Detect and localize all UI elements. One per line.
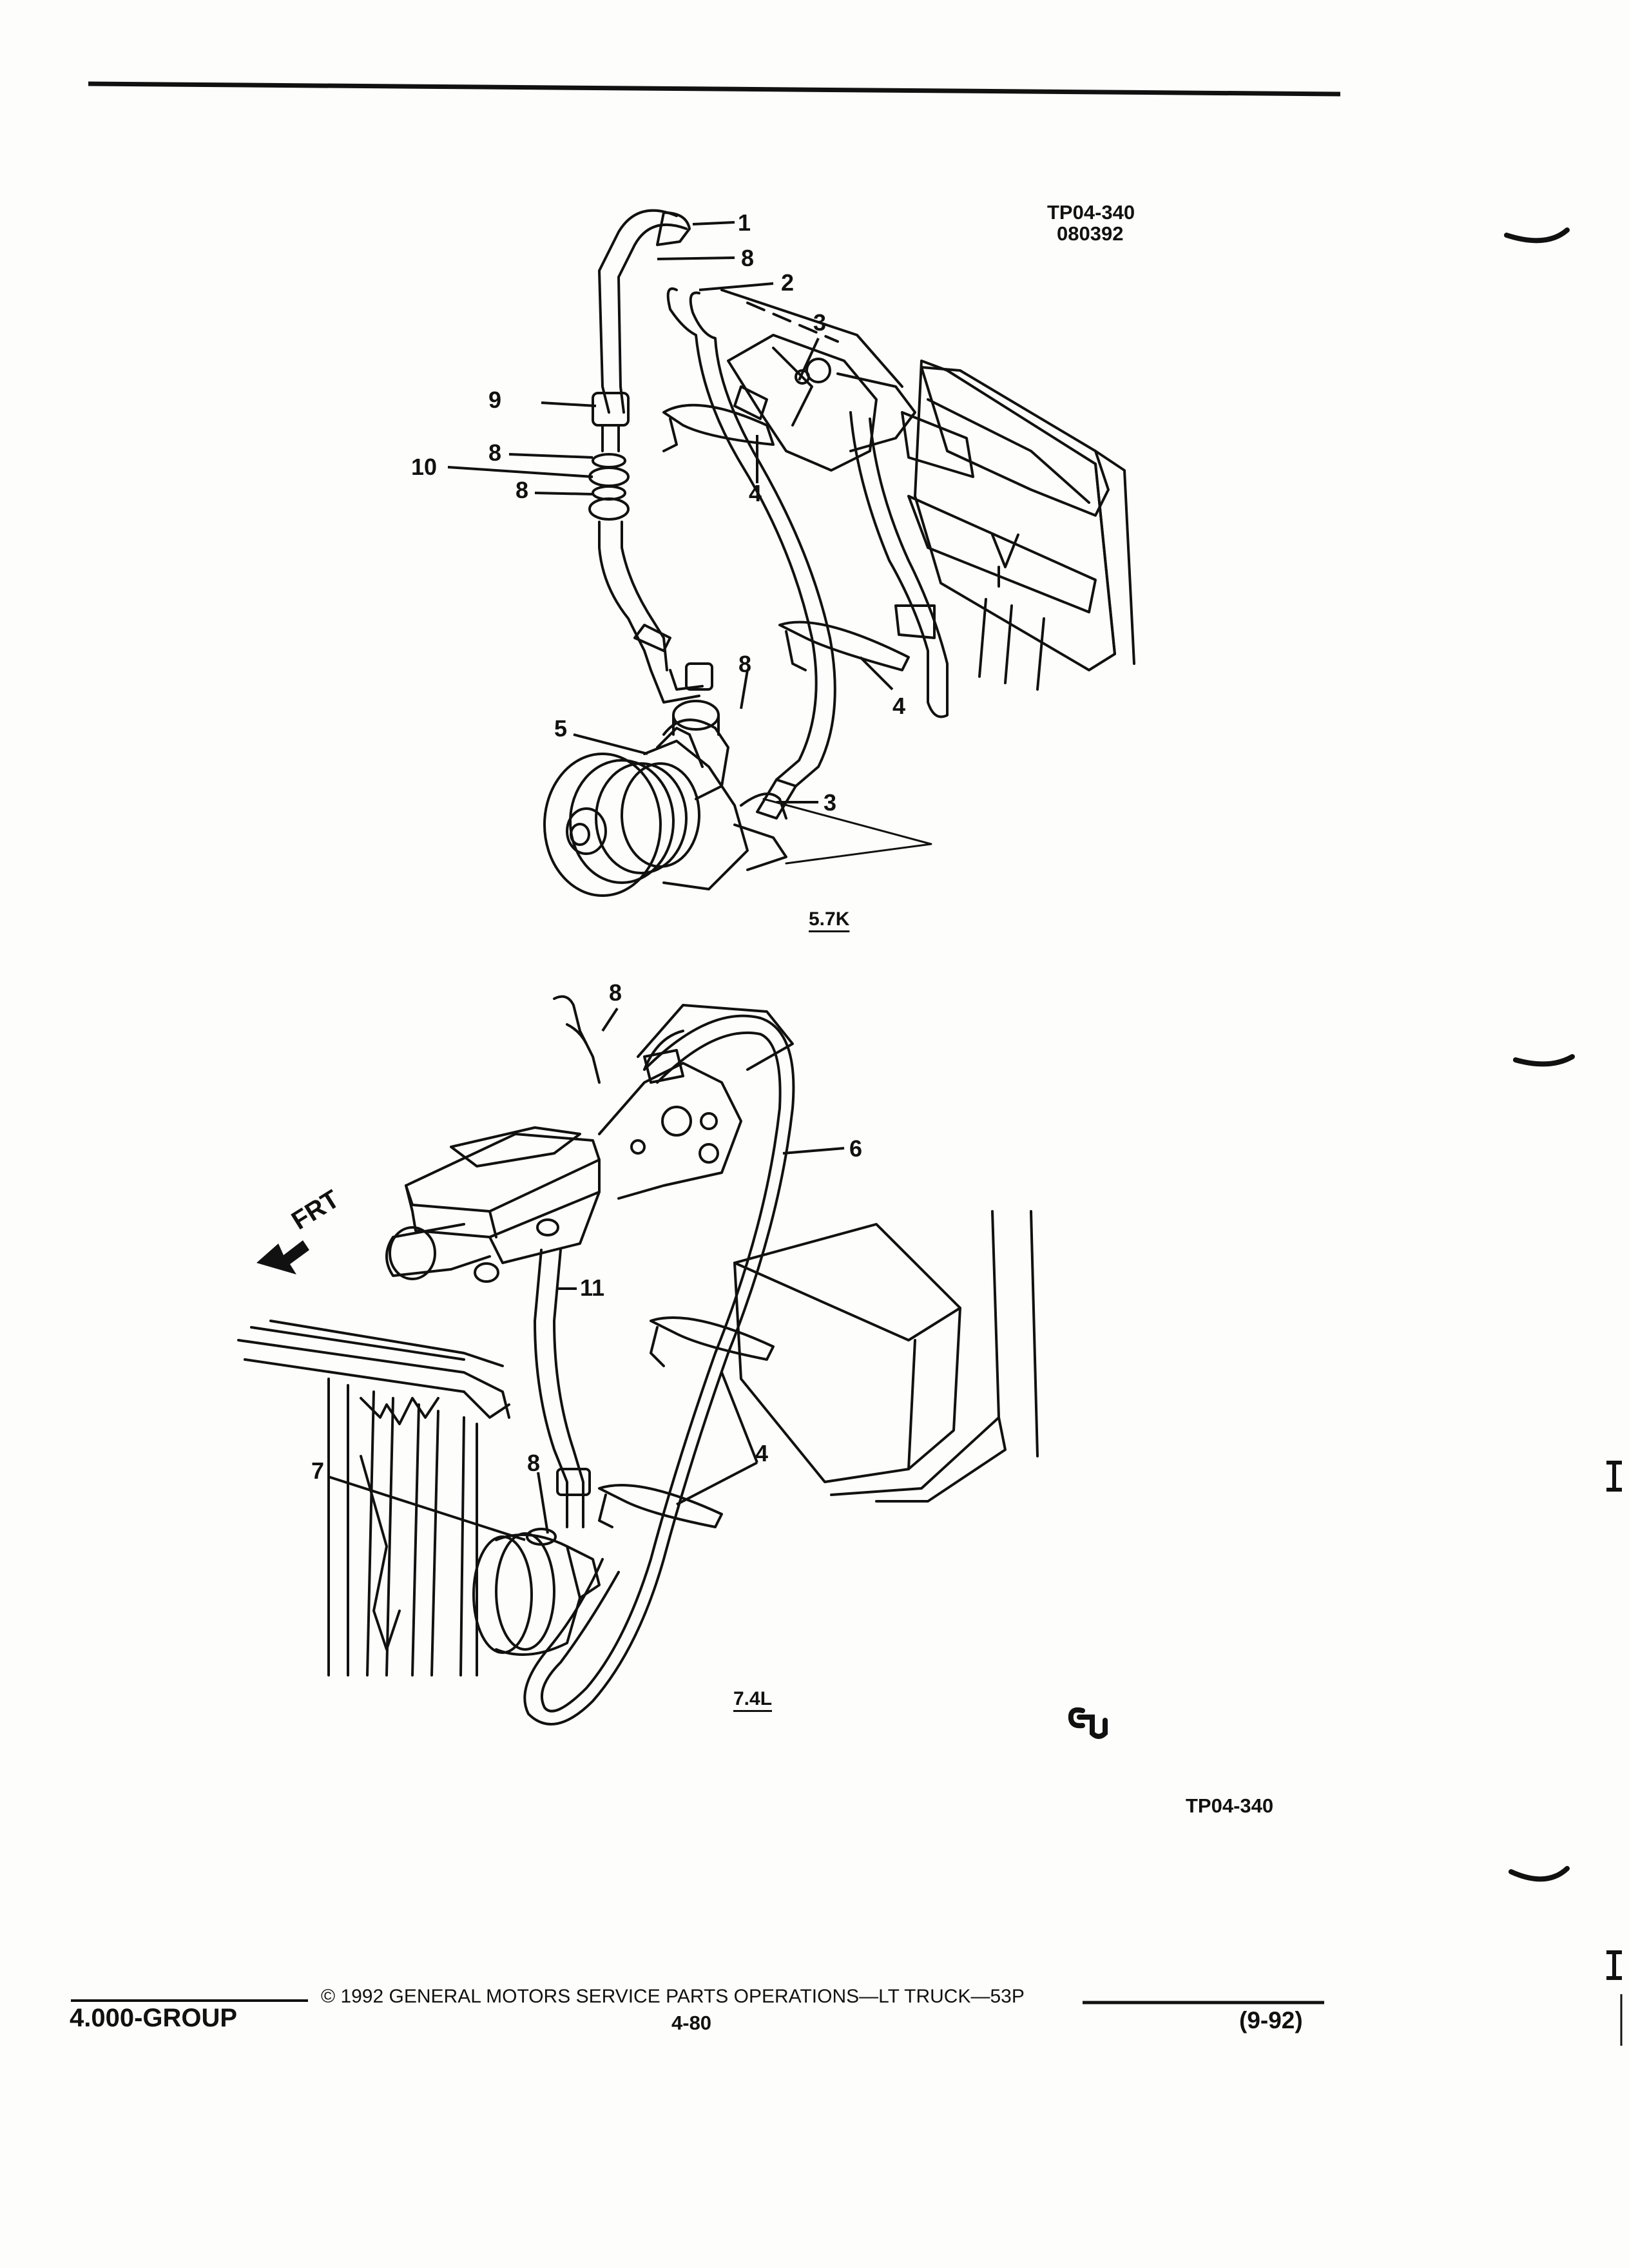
callout-1: 1	[738, 209, 751, 236]
callout-8-pump: 8	[738, 651, 752, 677]
callout-3-gear: 3	[813, 309, 827, 336]
callout-4-clamps: 4	[755, 1440, 769, 1466]
footer-copyright: © 1992 GENERAL MOTORS SERVICE PARTS OPER…	[321, 1986, 1025, 2007]
callout-3-pump: 3	[824, 789, 837, 816]
callout-8-boost: 8	[609, 979, 622, 1006]
callout-8-upper: 8	[488, 439, 502, 466]
upper-callout-leaders	[447, 221, 894, 803]
callout-8-mid: 8	[516, 477, 529, 503]
callout-7: 7	[311, 1457, 325, 1484]
top-rule	[88, 81, 1341, 97]
margin-glyphs	[1606, 1461, 1623, 2046]
figure-ref-date: 080392	[1057, 222, 1124, 245]
callout-2: 2	[781, 269, 795, 296]
upper-assembly-drawing	[543, 209, 1135, 897]
caption-5-7k: 5.7K	[809, 908, 850, 930]
callout-8-pump-lower: 8	[527, 1450, 541, 1476]
margin-marks	[1504, 227, 1575, 1882]
footer-revision: (9-92)	[1239, 2007, 1303, 2033]
footer-page-number: 4-80	[671, 2012, 712, 2034]
callout-10: 10	[411, 454, 438, 480]
footer-figure-ref: TP04-340	[1186, 1794, 1274, 1817]
lower-callout-leaders	[328, 1007, 845, 1541]
callout-6: 6	[849, 1135, 863, 1162]
footer-group: 4.000-GROUP	[70, 2004, 238, 2032]
callout-8-top: 8	[741, 245, 755, 271]
callout-9: 9	[488, 387, 502, 413]
callout-4-lower: 4	[892, 693, 906, 719]
publisher-mark-icon	[1068, 1707, 1108, 1739]
front-direction-arrow-icon	[256, 1240, 309, 1274]
figure-ref-id: TP04-340	[1047, 201, 1135, 224]
lower-assembly-drawing	[237, 995, 1039, 1725]
callout-11: 11	[580, 1274, 605, 1301]
callout-4-upper: 4	[749, 480, 762, 506]
callout-5: 5	[554, 715, 568, 742]
caption-7-4l: 7.4L	[733, 1688, 773, 1709]
